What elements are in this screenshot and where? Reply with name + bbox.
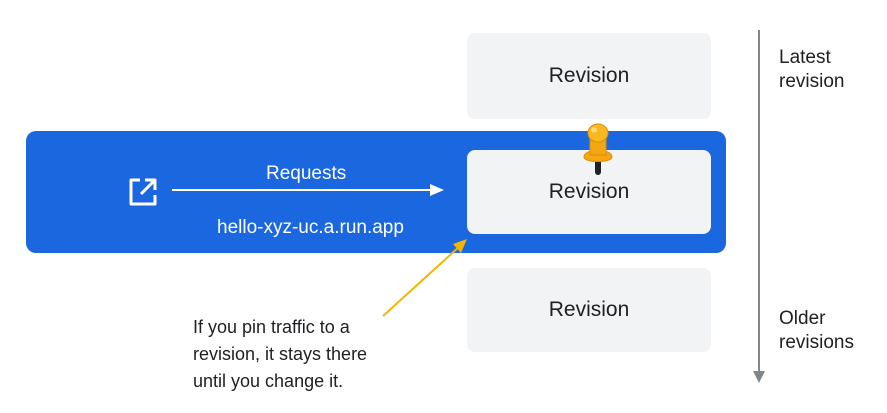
older-label-line: revisions [779,332,854,353]
service-url: hello-xyz-uc.a.run.app [217,217,404,238]
requests-label: Requests [266,163,347,184]
latest-revision-label: Latest revision [779,46,844,94]
revision-label: Revision [548,298,630,321]
timeline-arrow [753,30,765,383]
pin-note-line: If you pin traffic to a [193,317,350,337]
pin-note-line: revision, it stays there [193,344,368,364]
open-in-new-icon [129,178,157,206]
pin-note: If you pin traffic to a revision, it sta… [193,314,367,395]
requests-arrow [172,184,444,196]
older-revisions-label: Older revisions [779,307,854,355]
latest-label-line: revision [779,71,845,92]
revision-latest: Revision [467,33,711,119]
annotation-arrow [382,239,467,317]
pin-note-line: until you change it. [193,371,344,391]
revision-label: Revision [548,64,630,87]
revision-label: Revision [548,180,630,203]
latest-label-line: Latest [779,47,831,68]
revision-older: Revision [467,268,711,352]
pushpin-icon [583,123,613,175]
older-label-line: Older [779,308,826,329]
revision-pinned: Revision [467,150,711,234]
